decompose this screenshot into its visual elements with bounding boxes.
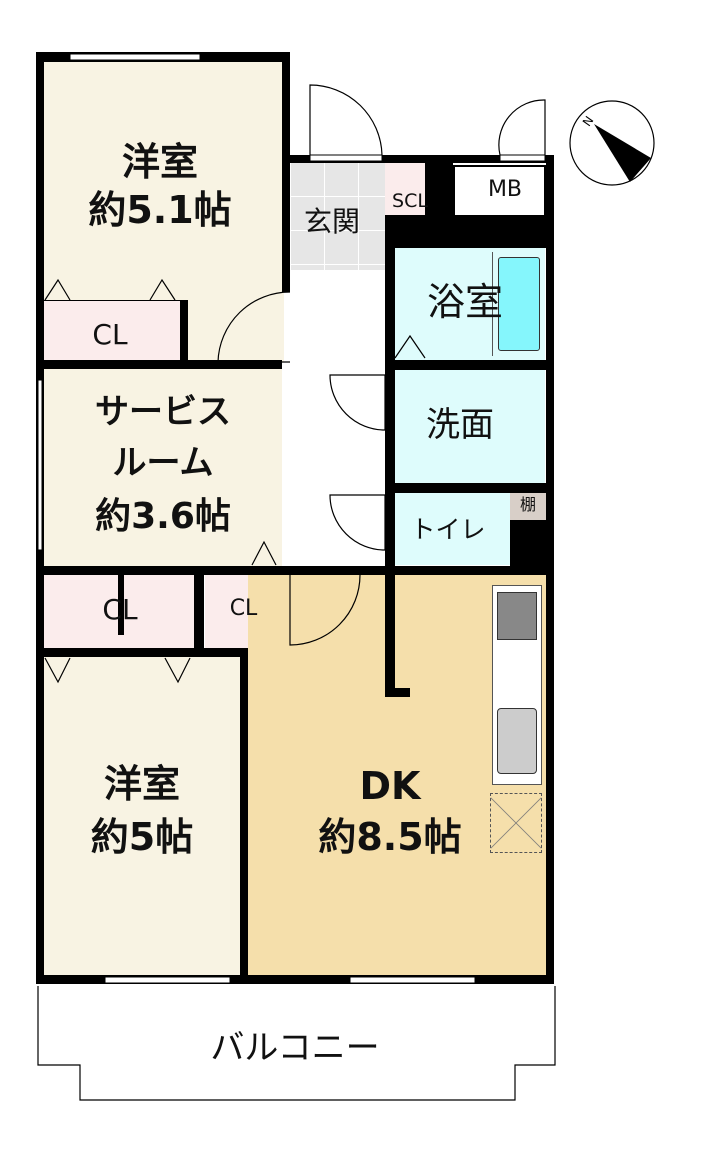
service-room [44, 368, 282, 568]
stove-icon [497, 592, 537, 640]
toilet-label: トイレ [410, 515, 486, 544]
toilet-room [390, 493, 510, 565]
shelf-label: 棚 [519, 495, 536, 514]
service-name2: ルーム [112, 443, 214, 483]
bathtub-icon [492, 252, 542, 356]
genkan [290, 162, 385, 270]
closet1-label: CL [92, 318, 128, 351]
washroom [390, 370, 545, 483]
western1-size: 約5.1帖 [88, 188, 232, 232]
wash-label: 洗面 [426, 405, 494, 445]
western2-size: 約5帖 [90, 815, 194, 859]
western1-name: 洋室 [121, 140, 198, 184]
compass-needle [594, 124, 651, 182]
dk-size: 約8.5帖 [318, 815, 462, 859]
shelf [510, 493, 546, 520]
sink-icon [497, 708, 537, 774]
mb-label: MB [487, 177, 523, 202]
dk-name: DK [359, 764, 421, 808]
western2-name: 洋室 [103, 762, 180, 806]
western-room-2 [44, 657, 240, 975]
genkan-label: 玄関 [303, 205, 360, 238]
service-name1: サービス [95, 392, 231, 432]
closet-1 [44, 300, 182, 360]
svg-text:N: N [580, 114, 597, 129]
scl-label: SCL [392, 190, 428, 212]
meter-box [453, 165, 546, 217]
fridge-space [490, 793, 542, 853]
bath-label: 浴室 [426, 280, 503, 324]
closet2-label: CL [102, 593, 138, 626]
closet3-label: CL [229, 596, 258, 621]
service-size: 約3.6帖 [95, 496, 231, 537]
balcony-label: バルコニー [210, 1028, 380, 1068]
